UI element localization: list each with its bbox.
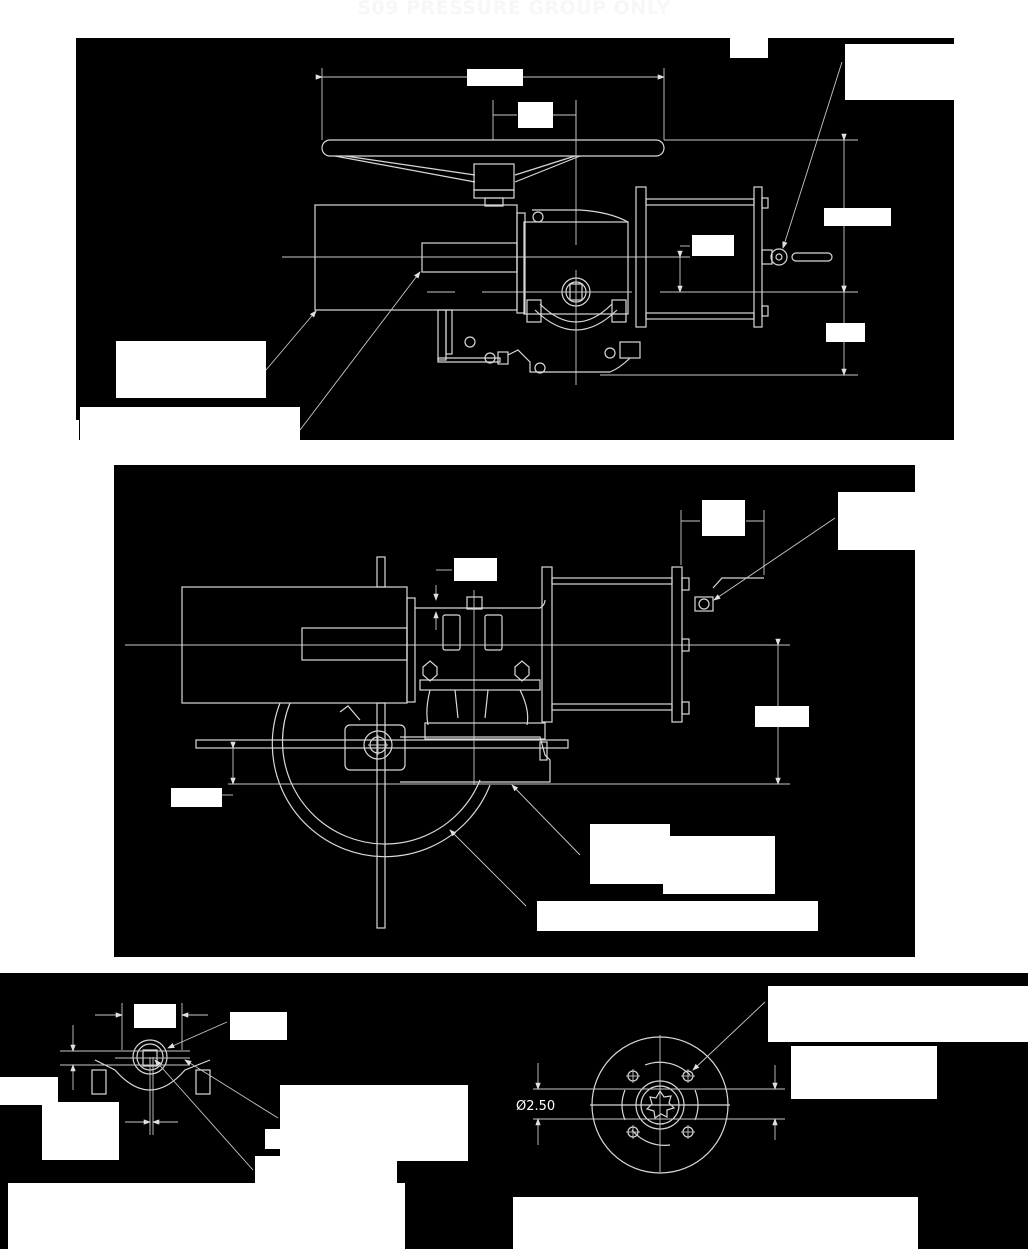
- ball-valve: [770, 248, 788, 266]
- dim-label-base-height: [171, 788, 222, 807]
- callout-label-1: [116, 341, 266, 398]
- callout-label-keyway: [230, 1012, 287, 1040]
- callout-label-bolt-pattern: [768, 986, 1028, 1042]
- callout-label-handwheel: [537, 901, 818, 931]
- flange-detail-right: Ø2.50: [513, 986, 1028, 1249]
- caption-left-detail: [8, 1183, 405, 1249]
- callout-label-base: [590, 824, 670, 884]
- detail-views-panel: Ø2.50: [0, 973, 1028, 1249]
- callout-label-valve: [838, 492, 915, 550]
- dim-label-height-upper: [824, 208, 891, 226]
- top-view-panel: [76, 38, 955, 440]
- handwheel-spoke: [376, 702, 386, 929]
- dim-label-height-lower: [826, 323, 865, 342]
- valve-handle: [791, 252, 833, 262]
- shaft-detail-left: [0, 1003, 468, 1249]
- dim-label-shaft-width: [134, 1004, 176, 1028]
- cylinder-flange-left: [635, 186, 647, 328]
- caption-right-detail: [513, 1197, 918, 1249]
- dim-label-offset: [518, 102, 553, 128]
- spline-shaft: [645, 1089, 676, 1120]
- side-view-panel: [114, 465, 915, 957]
- side-ball-valve: [694, 596, 714, 612]
- callout-label-2: [80, 407, 300, 440]
- bolt-holes: [626, 1069, 695, 1139]
- dim-label-shaft-height: [0, 1077, 58, 1105]
- callout-label-bolts: [280, 1085, 468, 1161]
- dim-label-valve-offset: [692, 235, 734, 256]
- dim-label-top-offset: [454, 558, 497, 581]
- dim-label-flange-thickness: [791, 1046, 937, 1099]
- dim-shaft-diameter: Ø2.50: [516, 1099, 555, 1114]
- dim-label-centerline-height: [755, 706, 809, 727]
- dim-label-handwheel-diameter: [467, 69, 523, 86]
- dim-label-valve-width: [702, 500, 745, 536]
- drawing-title: S09 PRESSURE GROUP ONLY: [357, 0, 671, 19]
